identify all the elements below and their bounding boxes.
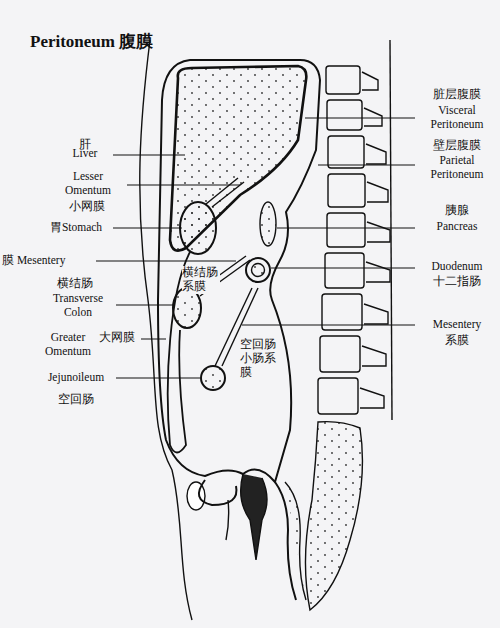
part-label: 系膜	[417, 334, 497, 348]
part-label: 脏层腹膜	[417, 88, 497, 102]
part-label: 小网膜	[58, 200, 116, 214]
handwritten-label: 空回肠小肠系膜	[240, 338, 278, 379]
diagram-title: Peritoneum 腹膜	[30, 30, 153, 53]
part-label: Greater Omentum	[40, 331, 96, 359]
part-label: Jejunoileum	[38, 371, 114, 385]
part-label: 胃Stomach	[40, 221, 112, 235]
part-label: Lesser Omentum	[52, 170, 124, 198]
part-label: 大网膜	[94, 331, 140, 345]
part-label: 壁层腹膜	[417, 139, 497, 153]
part-label: 空回肠	[48, 393, 104, 407]
part-label: Parietal Peritoneum	[417, 154, 497, 182]
part-label: Visceral Peritoneum	[417, 104, 497, 132]
part-label: Transverse Colon	[42, 292, 114, 320]
part-label: Mesentery	[417, 318, 497, 332]
part-label: Liver	[58, 147, 112, 161]
part-label: Pancreas	[417, 220, 497, 234]
part-label: Duodenum	[417, 260, 497, 274]
part-label: 膜 Mesentery	[2, 254, 94, 268]
handwritten-label: 横结肠系膜	[182, 266, 220, 294]
part-label: 十二指肠	[417, 275, 497, 289]
part-label: 横结肠	[45, 277, 105, 291]
part-label: 胰腺	[417, 204, 497, 218]
